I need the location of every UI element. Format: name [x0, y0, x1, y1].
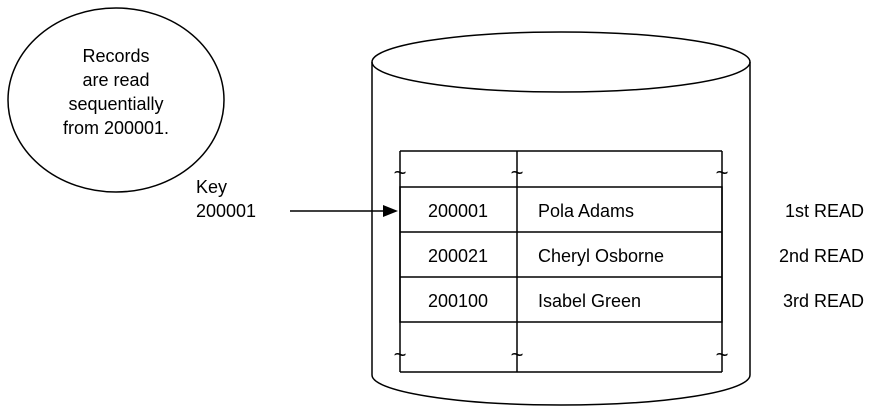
key-arrow-head: [383, 205, 398, 217]
cylinder-top: [371, 31, 751, 93]
continuation-mark: ~: [716, 160, 729, 185]
callout-line-4: from 200001.: [63, 118, 169, 138]
storage-cylinder: [371, 31, 751, 406]
continuation-mark: ~: [511, 342, 524, 367]
callout-line-2: are read: [82, 70, 149, 90]
key-value: 200001: [196, 201, 256, 221]
key-label: Key: [196, 177, 227, 197]
cylinder-body: [371, 62, 751, 406]
callout-bubble: Records are read sequentially from 20000…: [7, 7, 225, 193]
read-label-1: 1st READ: [785, 201, 864, 221]
callout-line-1: Records: [82, 46, 149, 66]
callout-ellipse: [7, 7, 225, 193]
read-label-2: 2nd READ: [779, 246, 864, 266]
record-key: 200001: [428, 201, 488, 221]
read-label-3: 3rd READ: [783, 291, 864, 311]
record-name: Isabel Green: [538, 291, 641, 311]
continuation-mark: ~: [394, 342, 407, 367]
record-key: 200100: [428, 291, 488, 311]
continuation-mark: ~: [511, 160, 524, 185]
callout-line-3: sequentially: [68, 94, 163, 114]
record-key: 200021: [428, 246, 488, 266]
records-table: ~ ~ ~ ~ ~ ~ 200001 Pola Adams 200021 Che…: [394, 150, 729, 373]
continuation-mark: ~: [394, 160, 407, 185]
record-name: Pola Adams: [538, 201, 634, 221]
key-pointer: Key 200001: [196, 177, 398, 221]
continuation-mark: ~: [716, 342, 729, 367]
record-name: Cheryl Osborne: [538, 246, 664, 266]
read-order-labels: 1st READ 2nd READ 3rd READ: [779, 201, 864, 311]
